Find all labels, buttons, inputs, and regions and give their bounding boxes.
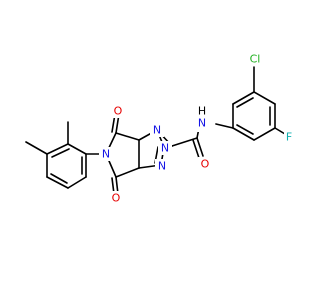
bond [196,137,204,157]
bond [115,167,140,178]
bond [67,176,87,189]
bond [232,127,255,141]
atom-triazole-n1: N [153,124,161,137]
bond [171,137,198,147]
bond [215,123,234,129]
bond [67,143,87,155]
bond [236,97,254,108]
bond [232,91,255,105]
atom-amide-o: O [201,158,210,171]
atom-amide-n: N [198,117,206,130]
bond [253,91,276,105]
atom-imide-o-bottom: O [112,192,121,205]
atom-imide-n: N [102,148,110,161]
bond [253,127,276,141]
atom-imide-o-top: O [114,105,123,118]
bond [51,148,70,158]
atom-cl: Cl [250,53,261,66]
atom-triazole-n3: N [158,160,166,173]
atom-triazole-n2: N [161,142,169,155]
atom-amide-h: H [198,105,206,118]
bond [274,127,286,135]
atom-f: F [286,131,292,144]
molecule-structure: Cl F H N O N N N N O O [25,52,296,205]
bond [115,132,140,141]
bond [236,124,254,135]
bond [50,173,68,184]
bond [25,141,48,155]
bond [46,143,69,155]
bond [46,176,69,189]
bond [192,139,200,159]
atom-label-layer: Cl F H N O N N N N O O [99,52,296,205]
